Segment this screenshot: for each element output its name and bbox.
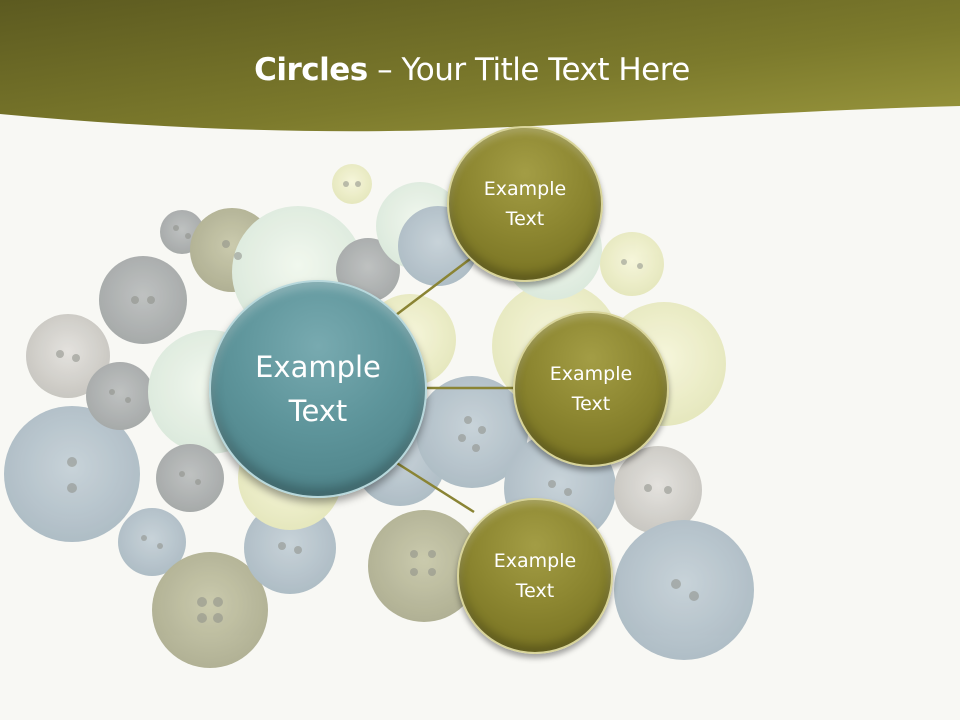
button-shape: [614, 446, 702, 534]
header-band: [0, 0, 960, 132]
satellite-node-line2: Text: [515, 580, 555, 602]
button-shape: [416, 376, 528, 488]
connector-line-top: [391, 255, 475, 319]
button-shape: [244, 502, 336, 594]
center-node[interactable]: Example Text: [209, 280, 427, 498]
button-shape: [99, 256, 187, 344]
satellite-node-line1: Example: [549, 363, 633, 385]
button-shape: [26, 314, 110, 398]
center-node-line2: Text: [288, 394, 348, 428]
button-shape: [118, 508, 186, 576]
satellite-node-middle[interactable]: Example Text: [513, 311, 669, 467]
satellite-node-line2: Text: [505, 208, 545, 230]
button-shape: [614, 520, 754, 660]
button-shape: [152, 552, 268, 668]
satellite-node-bottom[interactable]: Example Text: [457, 498, 613, 654]
center-node-line1: Example: [255, 350, 381, 384]
button-shape: [332, 164, 372, 204]
title-rest: – Your Title Text Here: [367, 52, 690, 88]
button-shape: [600, 232, 664, 296]
button-shape: [4, 406, 140, 542]
page-title: Circles – Your Title Text Here: [0, 52, 944, 88]
satellite-node-top[interactable]: Example Text: [447, 126, 603, 282]
satellite-node-line2: Text: [571, 393, 611, 415]
satellite-node-line1: Example: [483, 178, 567, 200]
button-shape: [156, 444, 224, 512]
title-bold: Circles: [254, 52, 368, 88]
button-shape: [368, 510, 480, 622]
connector-line-bottom: [391, 458, 475, 514]
button-shape: [86, 362, 154, 430]
satellite-node-line1: Example: [493, 550, 577, 572]
